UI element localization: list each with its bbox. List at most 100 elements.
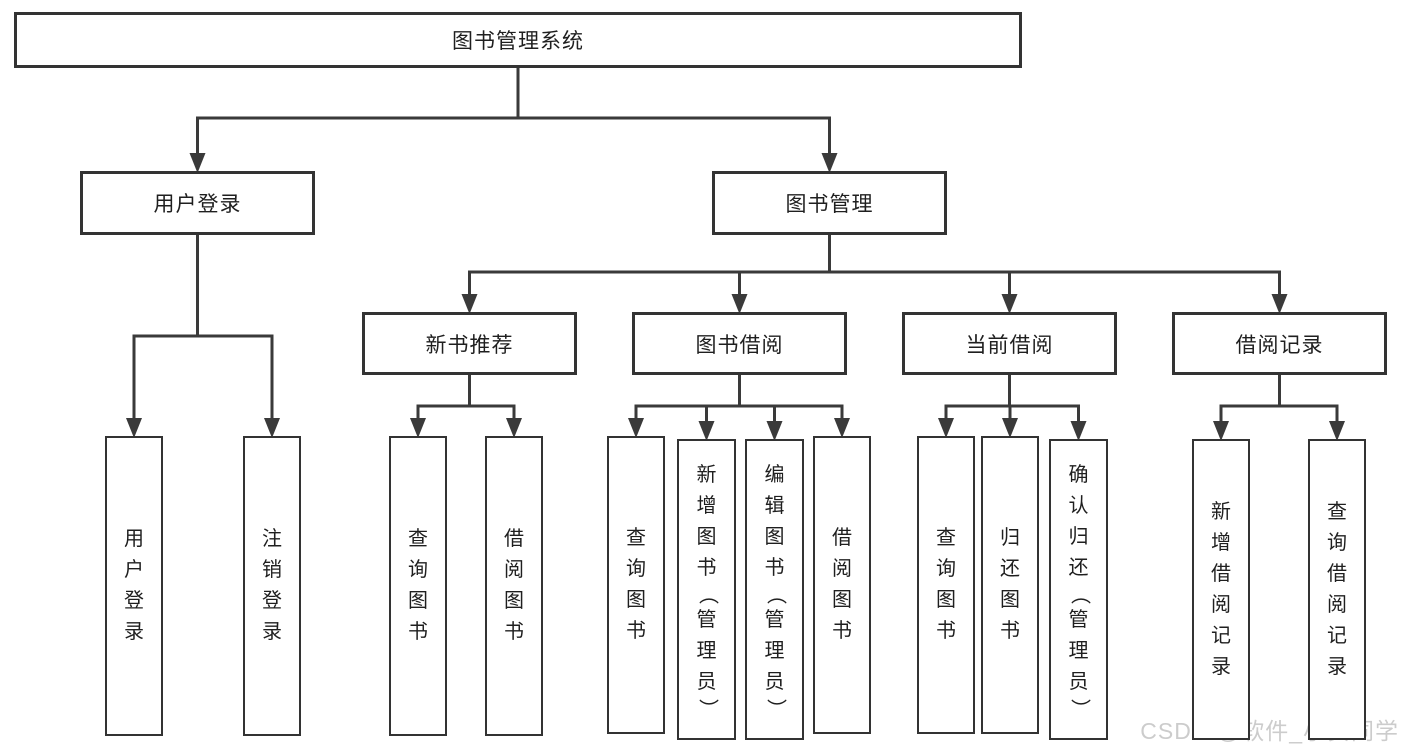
arrowhead-icon bbox=[628, 418, 644, 438]
vertical-char: 书 bbox=[936, 620, 956, 642]
arrowhead-icon bbox=[506, 418, 522, 438]
vertical-char: 管 bbox=[1068, 609, 1089, 631]
vertical-char: 阅 bbox=[832, 558, 852, 580]
vertical-char: 户 bbox=[124, 559, 144, 581]
vertical-char: 询 bbox=[936, 558, 956, 580]
vertical-char: 阅 bbox=[1211, 593, 1231, 616]
vertical-char: 新 bbox=[696, 464, 717, 486]
vertical-char: 理 bbox=[1068, 640, 1089, 662]
vertical-char: 书 bbox=[626, 620, 646, 642]
node-label: 查询图书 bbox=[919, 438, 973, 732]
vertical-char: 借 bbox=[504, 528, 524, 550]
vertical-char: 书 bbox=[832, 620, 852, 642]
node-br-add: 新增借阅记录 bbox=[1192, 439, 1250, 740]
node-label: 确认归还（管理员） bbox=[1051, 441, 1106, 738]
vertical-char: 销 bbox=[262, 559, 282, 581]
node-bb-borrow: 借阅图书 bbox=[813, 436, 871, 734]
vertical-char: 借 bbox=[1327, 562, 1347, 585]
vertical-char: 用 bbox=[124, 528, 144, 550]
vertical-char: 新 bbox=[1211, 500, 1231, 523]
node-borrow-record: 借阅记录 bbox=[1172, 312, 1387, 375]
node-label: 新增借阅记录 bbox=[1194, 441, 1248, 738]
vertical-char: 查 bbox=[1327, 500, 1347, 523]
vertical-char: 理 bbox=[696, 640, 717, 662]
arrowhead-icon bbox=[834, 418, 850, 438]
node-label: 编辑图书（管理员） bbox=[747, 441, 802, 738]
node-label: 注销登录 bbox=[245, 438, 299, 734]
vertical-char: 借 bbox=[1211, 562, 1231, 585]
vertical-char: 查 bbox=[626, 527, 646, 549]
vertical-char: 注 bbox=[262, 528, 282, 550]
arrowhead-icon bbox=[821, 153, 838, 173]
node-label: 查询图书 bbox=[609, 438, 663, 732]
vertical-char: 图 bbox=[696, 526, 717, 548]
vertical-char: 登 bbox=[124, 590, 144, 612]
arrowhead-icon bbox=[189, 153, 206, 173]
arrowhead-icon bbox=[1070, 421, 1087, 441]
vertical-char: 录 bbox=[262, 621, 282, 643]
arrowhead-icon bbox=[126, 418, 142, 438]
vertical-char: 录 bbox=[1327, 655, 1347, 678]
vertical-char: 编 bbox=[764, 464, 785, 486]
node-label: 新增图书（管理员） bbox=[679, 441, 734, 738]
node-cb-confirm: 确认归还（管理员） bbox=[1049, 439, 1108, 740]
vertical-char: 图 bbox=[626, 589, 646, 611]
vertical-char: 确 bbox=[1068, 464, 1089, 486]
node-book-mgmt: 图书管理 bbox=[712, 171, 947, 235]
arrowhead-icon bbox=[461, 294, 478, 314]
vertical-char: 归 bbox=[1068, 526, 1089, 548]
node-new-book-rec: 新书推荐 bbox=[362, 312, 577, 375]
vertical-char: 录 bbox=[124, 621, 144, 643]
vertical-char: 认 bbox=[1068, 495, 1089, 517]
vertical-char: 询 bbox=[1327, 531, 1347, 554]
vertical-char: 图 bbox=[408, 590, 428, 612]
vertical-char: 书 bbox=[408, 621, 428, 643]
arrowhead-icon bbox=[766, 421, 783, 441]
node-bb-query: 查询图书 bbox=[607, 436, 665, 734]
vertical-char: （ bbox=[764, 584, 786, 605]
node-label: 用户登录 bbox=[107, 438, 161, 734]
node-br-query: 查询借阅记录 bbox=[1308, 439, 1366, 740]
vertical-char: 管 bbox=[764, 609, 785, 631]
node-label: 新书推荐 bbox=[425, 333, 514, 357]
node-label: 借阅图书 bbox=[815, 438, 869, 732]
vertical-char: 员 bbox=[696, 671, 717, 693]
vertical-char: 理 bbox=[764, 640, 785, 662]
node-label: 借阅记录 bbox=[1235, 333, 1324, 357]
vertical-char: 阅 bbox=[504, 559, 524, 581]
node-nbr-query: 查询图书 bbox=[389, 436, 447, 736]
vertical-char: 增 bbox=[1211, 531, 1231, 554]
node-nbr-borrow: 借阅图书 bbox=[485, 436, 543, 736]
node-label: 用户登录 bbox=[153, 193, 242, 216]
node-ul-logout: 注销登录 bbox=[243, 436, 301, 736]
arrowhead-icon bbox=[938, 418, 954, 438]
vertical-char: 还 bbox=[1068, 557, 1089, 579]
node-cb-query: 查询图书 bbox=[917, 436, 975, 734]
vertical-char: 查 bbox=[936, 527, 956, 549]
node-label: 图书借阅 bbox=[695, 333, 784, 357]
arrowhead-icon bbox=[1271, 294, 1288, 314]
node-label: 查询借阅记录 bbox=[1310, 441, 1364, 738]
vertical-char: （ bbox=[696, 584, 718, 605]
node-label: 查询图书 bbox=[391, 438, 445, 734]
node-book-borrow: 图书借阅 bbox=[632, 312, 847, 375]
vertical-char: 管 bbox=[696, 609, 717, 631]
node-label: 归还图书 bbox=[983, 438, 1037, 732]
arrowhead-icon bbox=[264, 418, 280, 438]
vertical-char: 辑 bbox=[764, 495, 785, 517]
arrowhead-icon bbox=[1001, 294, 1018, 314]
node-ul-login: 用户登录 bbox=[105, 436, 163, 736]
vertical-char: 登 bbox=[262, 590, 282, 612]
node-bb-add: 新增图书（管理员） bbox=[677, 439, 736, 740]
vertical-char: 书 bbox=[1000, 620, 1020, 642]
vertical-char: 借 bbox=[832, 527, 852, 549]
node-bb-edit: 编辑图书（管理员） bbox=[745, 439, 804, 740]
vertical-char: 还 bbox=[1000, 558, 1020, 580]
vertical-char: 询 bbox=[626, 558, 646, 580]
node-label: 图书管理 bbox=[785, 193, 874, 216]
arrowhead-icon bbox=[731, 294, 748, 314]
vertical-char: 图 bbox=[832, 589, 852, 611]
vertical-char: 书 bbox=[764, 557, 785, 579]
vertical-char: 图 bbox=[504, 590, 524, 612]
